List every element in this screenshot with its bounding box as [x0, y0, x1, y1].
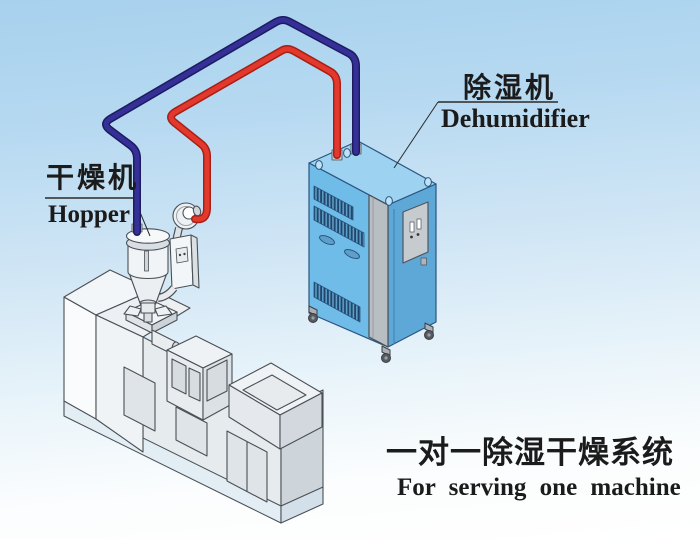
system-title-cn: 一对一除湿干燥系统	[386, 435, 674, 471]
extruder-machine	[63, 269, 324, 524]
dryer-panel	[175, 246, 189, 264]
clamp-left	[123, 305, 142, 317]
oval-slot	[344, 248, 360, 260]
dehumidifier-cabinet	[308, 140, 437, 363]
casters	[308, 305, 434, 363]
oval-slot	[319, 234, 335, 246]
dehumidifier-label-cn: 除湿机	[463, 71, 557, 104]
machine-window	[175, 406, 208, 457]
guard-box-recess	[242, 374, 307, 411]
mid-box-window	[188, 367, 201, 402]
machine-window	[123, 366, 156, 432]
return-pipe-red	[167, 45, 341, 224]
lifting-ring	[424, 177, 432, 187]
sight-glass	[144, 250, 149, 272]
system-title-en: For serving one machine	[397, 474, 681, 501]
guard-box-front-right	[279, 392, 323, 450]
hopper-dryer	[123, 202, 202, 323]
dryer-box-side	[190, 234, 200, 289]
machine-base-right	[280, 486, 324, 524]
hopper-label-en: Hopper	[48, 201, 130, 228]
lifting-ring	[315, 160, 323, 170]
control-panel	[402, 201, 429, 264]
machine-left-face	[63, 296, 97, 420]
lifting-ring	[385, 196, 393, 206]
mid-box-window	[206, 359, 228, 402]
clamp-right	[154, 305, 173, 317]
dehumidifier-leader-line	[393, 101, 439, 169]
hopper-label-cn: 干燥机	[46, 161, 140, 194]
mid-box-window	[171, 358, 187, 395]
dehumidifier-label-en: Dehumidifier	[441, 104, 590, 133]
vent-band	[313, 205, 365, 248]
annotation-lines	[45, 101, 558, 237]
cabinet-corner-strip	[368, 194, 389, 348]
supply-pipe-blue	[102, 16, 360, 236]
lifting-ring	[343, 148, 351, 158]
vent-band	[313, 185, 354, 221]
vent-band	[313, 281, 361, 323]
door-latch	[420, 257, 427, 266]
